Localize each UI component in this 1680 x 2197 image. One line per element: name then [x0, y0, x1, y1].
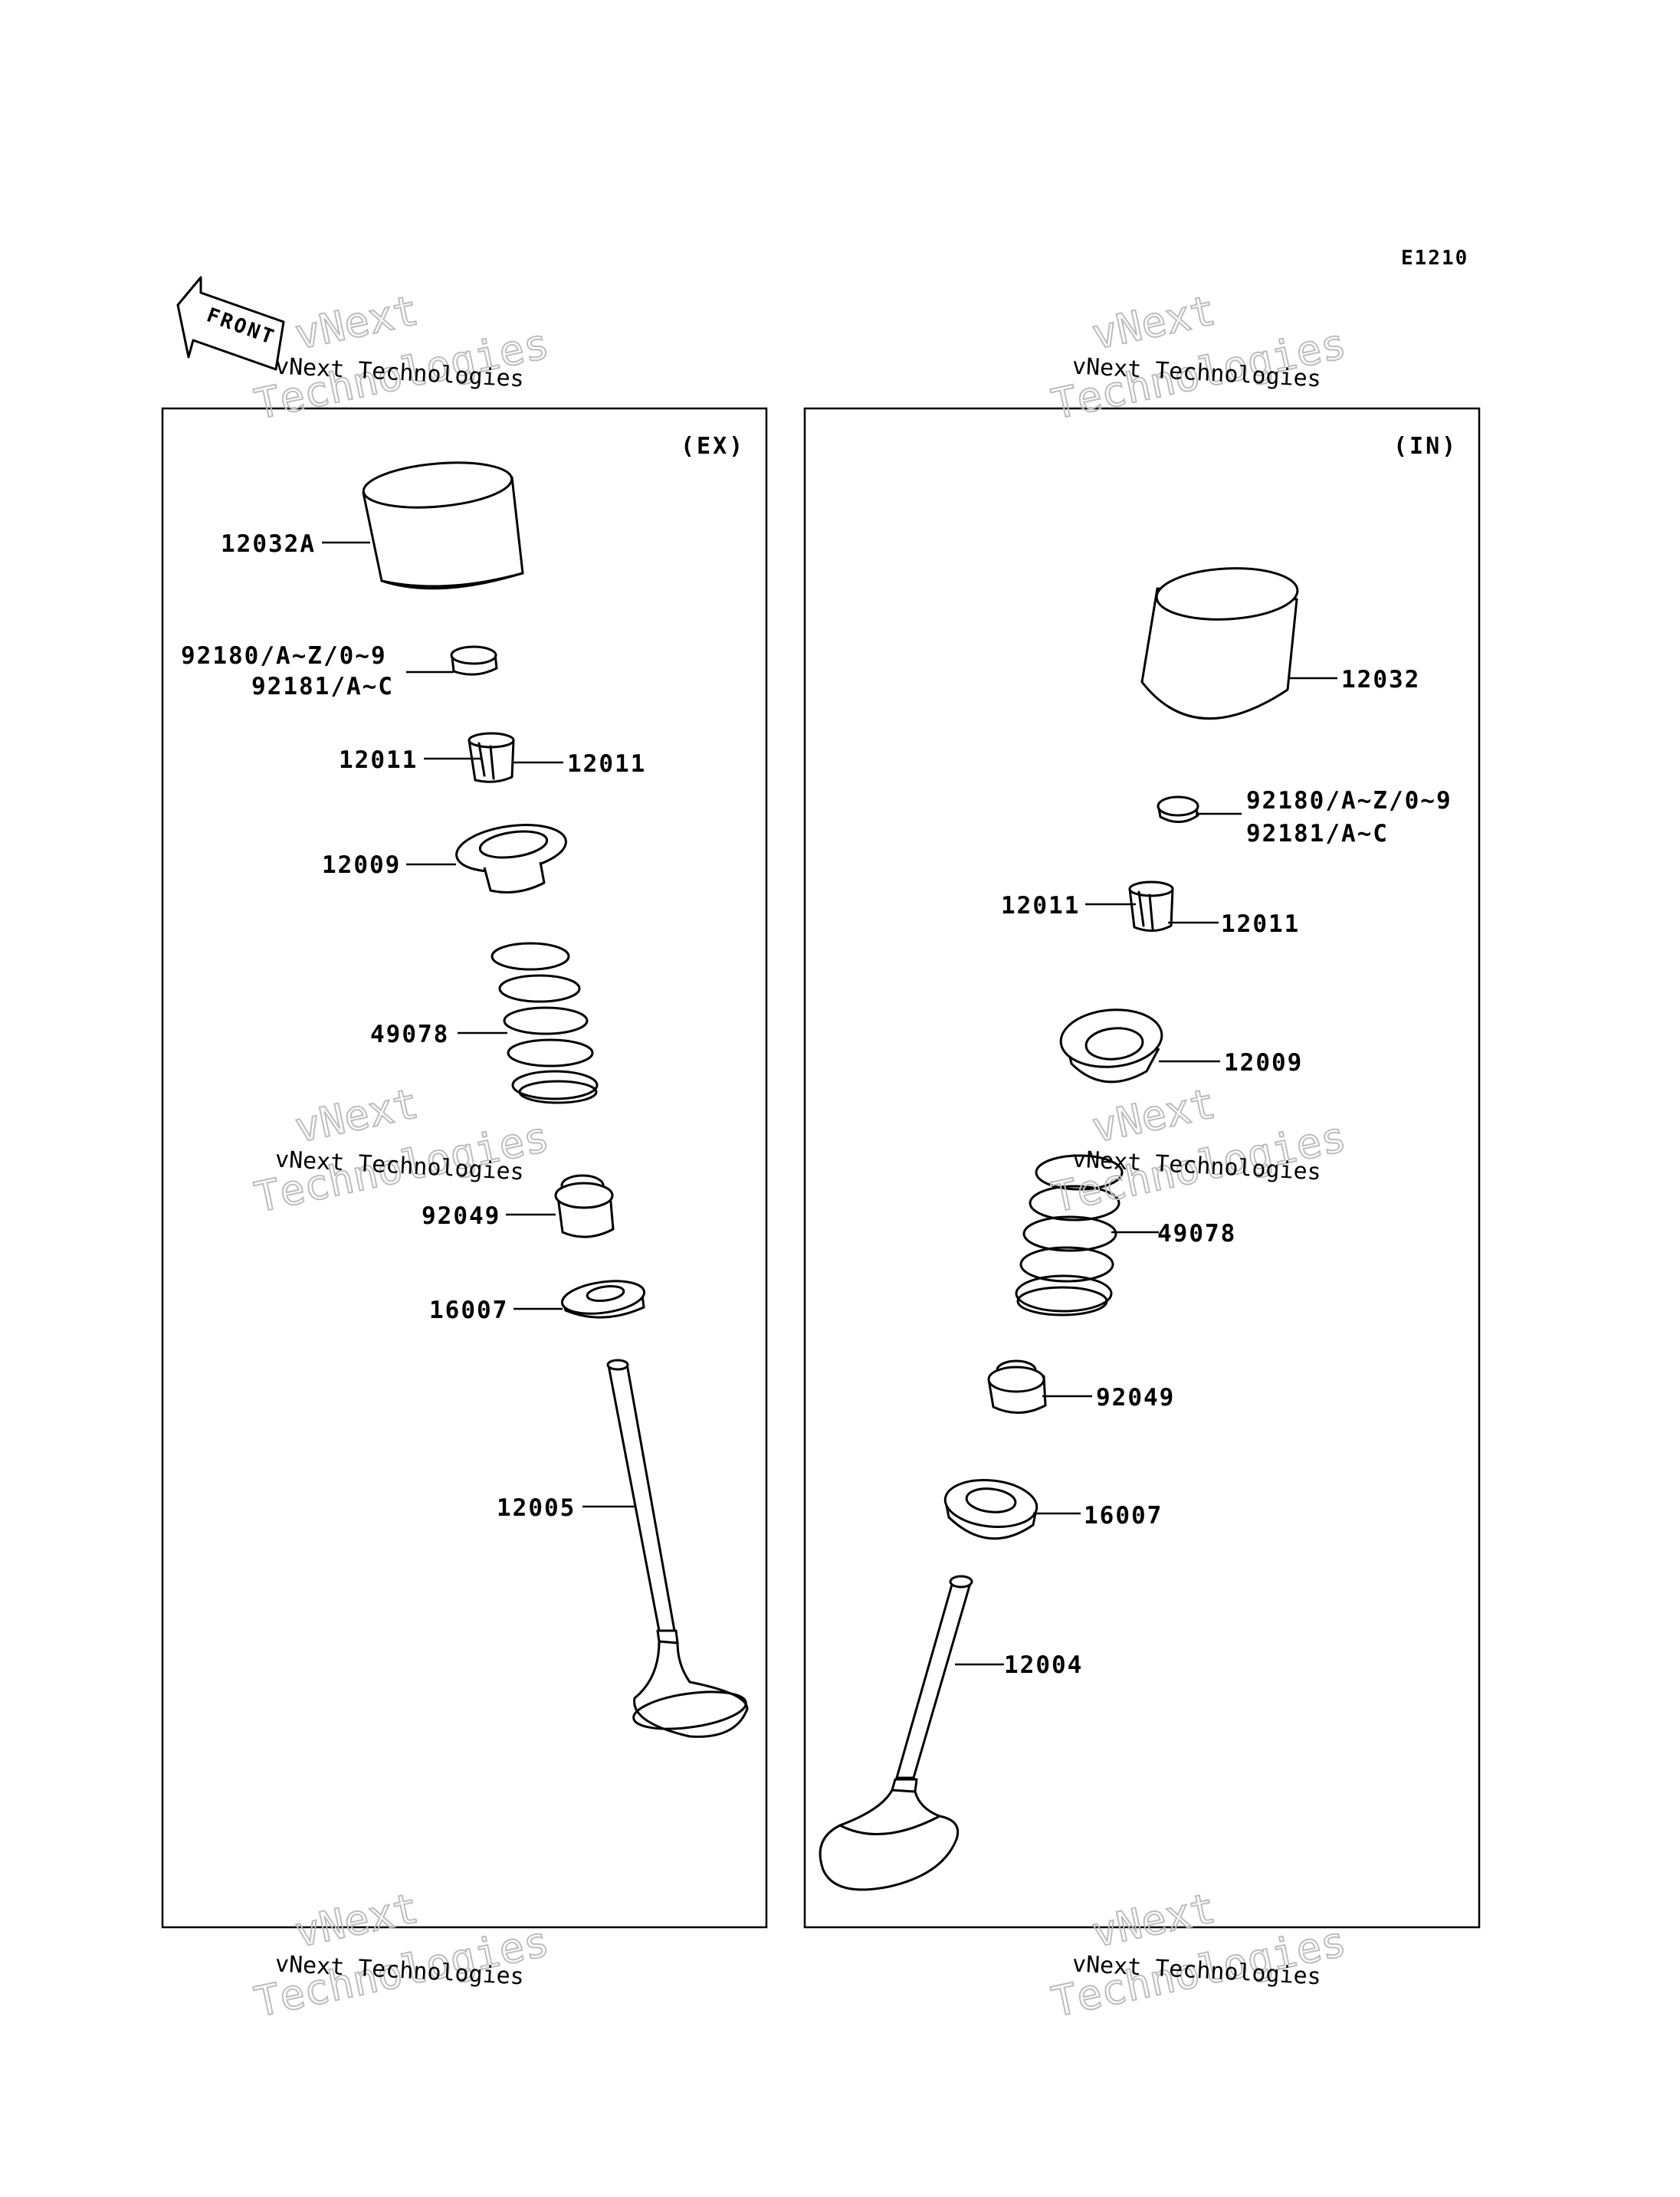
spring-ex	[491, 942, 599, 1104]
seal-in	[987, 1359, 1047, 1415]
watermark-big-5a: vNext	[290, 1884, 422, 1956]
watermark-5: vNext Technologies vNext Technologies	[250, 1883, 554, 2027]
label-seat-in: 16007	[1084, 1502, 1163, 1530]
cotter-ex	[468, 732, 515, 783]
seal-ex	[554, 1174, 615, 1238]
panel-in-border	[803, 407, 1481, 1929]
valve-ex	[606, 1359, 749, 1738]
watermark-big-4a: vNext	[1088, 1079, 1219, 1152]
shim-ex	[450, 645, 498, 676]
watermark-big-6a: vNext	[1088, 1884, 1219, 1956]
label-seal-in: 92049	[1096, 1384, 1175, 1412]
tappet-ex	[362, 461, 524, 590]
watermark-1: vNext Technologies vNext Technologies	[250, 285, 554, 429]
panel-ex-border	[161, 407, 768, 1929]
watermark-4: vNext Technologies vNext Technologies	[1047, 1078, 1351, 1222]
label-tappet-ex: 12032A	[221, 530, 316, 558]
watermark-2: vNext Technologies vNext Technologies	[1047, 285, 1351, 429]
panel-in-tag: (IN)	[1393, 433, 1458, 460]
label-retainer-in: 12009	[1224, 1049, 1303, 1077]
cotter-in	[1128, 880, 1174, 932]
shim-in	[1157, 795, 1199, 823]
label-cotter-right-ex: 12011	[567, 750, 646, 778]
label-spring-ex: 49078	[370, 1021, 449, 1048]
seat-in	[943, 1479, 1039, 1540]
label-retainer-ex: 12009	[322, 851, 401, 879]
label-spring-in: 49078	[1157, 1220, 1236, 1248]
panel-ex: (EX) 12032A 92180/A~Z/0~9 92181/A~C 1201…	[161, 407, 768, 1929]
label-tappet-in: 12032	[1341, 666, 1420, 694]
label-shim1-in: 92180/A~Z/0~9	[1246, 787, 1452, 815]
valve-in	[819, 1575, 973, 1891]
watermark-big-1a: vNext	[290, 286, 422, 359]
spring-in	[1015, 1154, 1124, 1317]
label-shim2-in: 92181/A~C	[1246, 820, 1389, 848]
label-seat-ex: 16007	[429, 1297, 508, 1324]
retainer-ex	[455, 824, 567, 894]
label-cotter-left-ex: 12011	[339, 746, 418, 774]
label-valve-ex: 12005	[497, 1494, 576, 1522]
front-arrow-icon: FRONT	[176, 276, 285, 371]
label-shim2-ex: 92181/A~C	[251, 673, 394, 700]
diagram-code: E1210	[1401, 247, 1468, 270]
panel-ex-tag: (EX)	[681, 433, 745, 460]
label-shim1-ex: 92180/A~Z/0~9	[181, 642, 387, 670]
watermark-6: vNext Technologies vNext Technologies	[1047, 1883, 1351, 2027]
label-seal-ex: 92049	[422, 1202, 500, 1230]
retainer-in	[1059, 1008, 1163, 1084]
watermark-3: vNext Technologies vNext Technologies	[250, 1078, 554, 1222]
seat-ex	[560, 1280, 646, 1319]
watermark-big-2a: vNext	[1088, 286, 1219, 359]
watermark-big-3a: vNext	[290, 1079, 422, 1152]
panel-in: (IN) 12032 92180/A~Z/0~9 92181/A~C 12011…	[803, 407, 1481, 1929]
label-valve-in: 12004	[1004, 1651, 1083, 1679]
label-cotter-left-in: 12011	[1001, 892, 1080, 920]
tappet-in	[1140, 567, 1299, 720]
label-cotter-right-in: 12011	[1221, 910, 1300, 938]
